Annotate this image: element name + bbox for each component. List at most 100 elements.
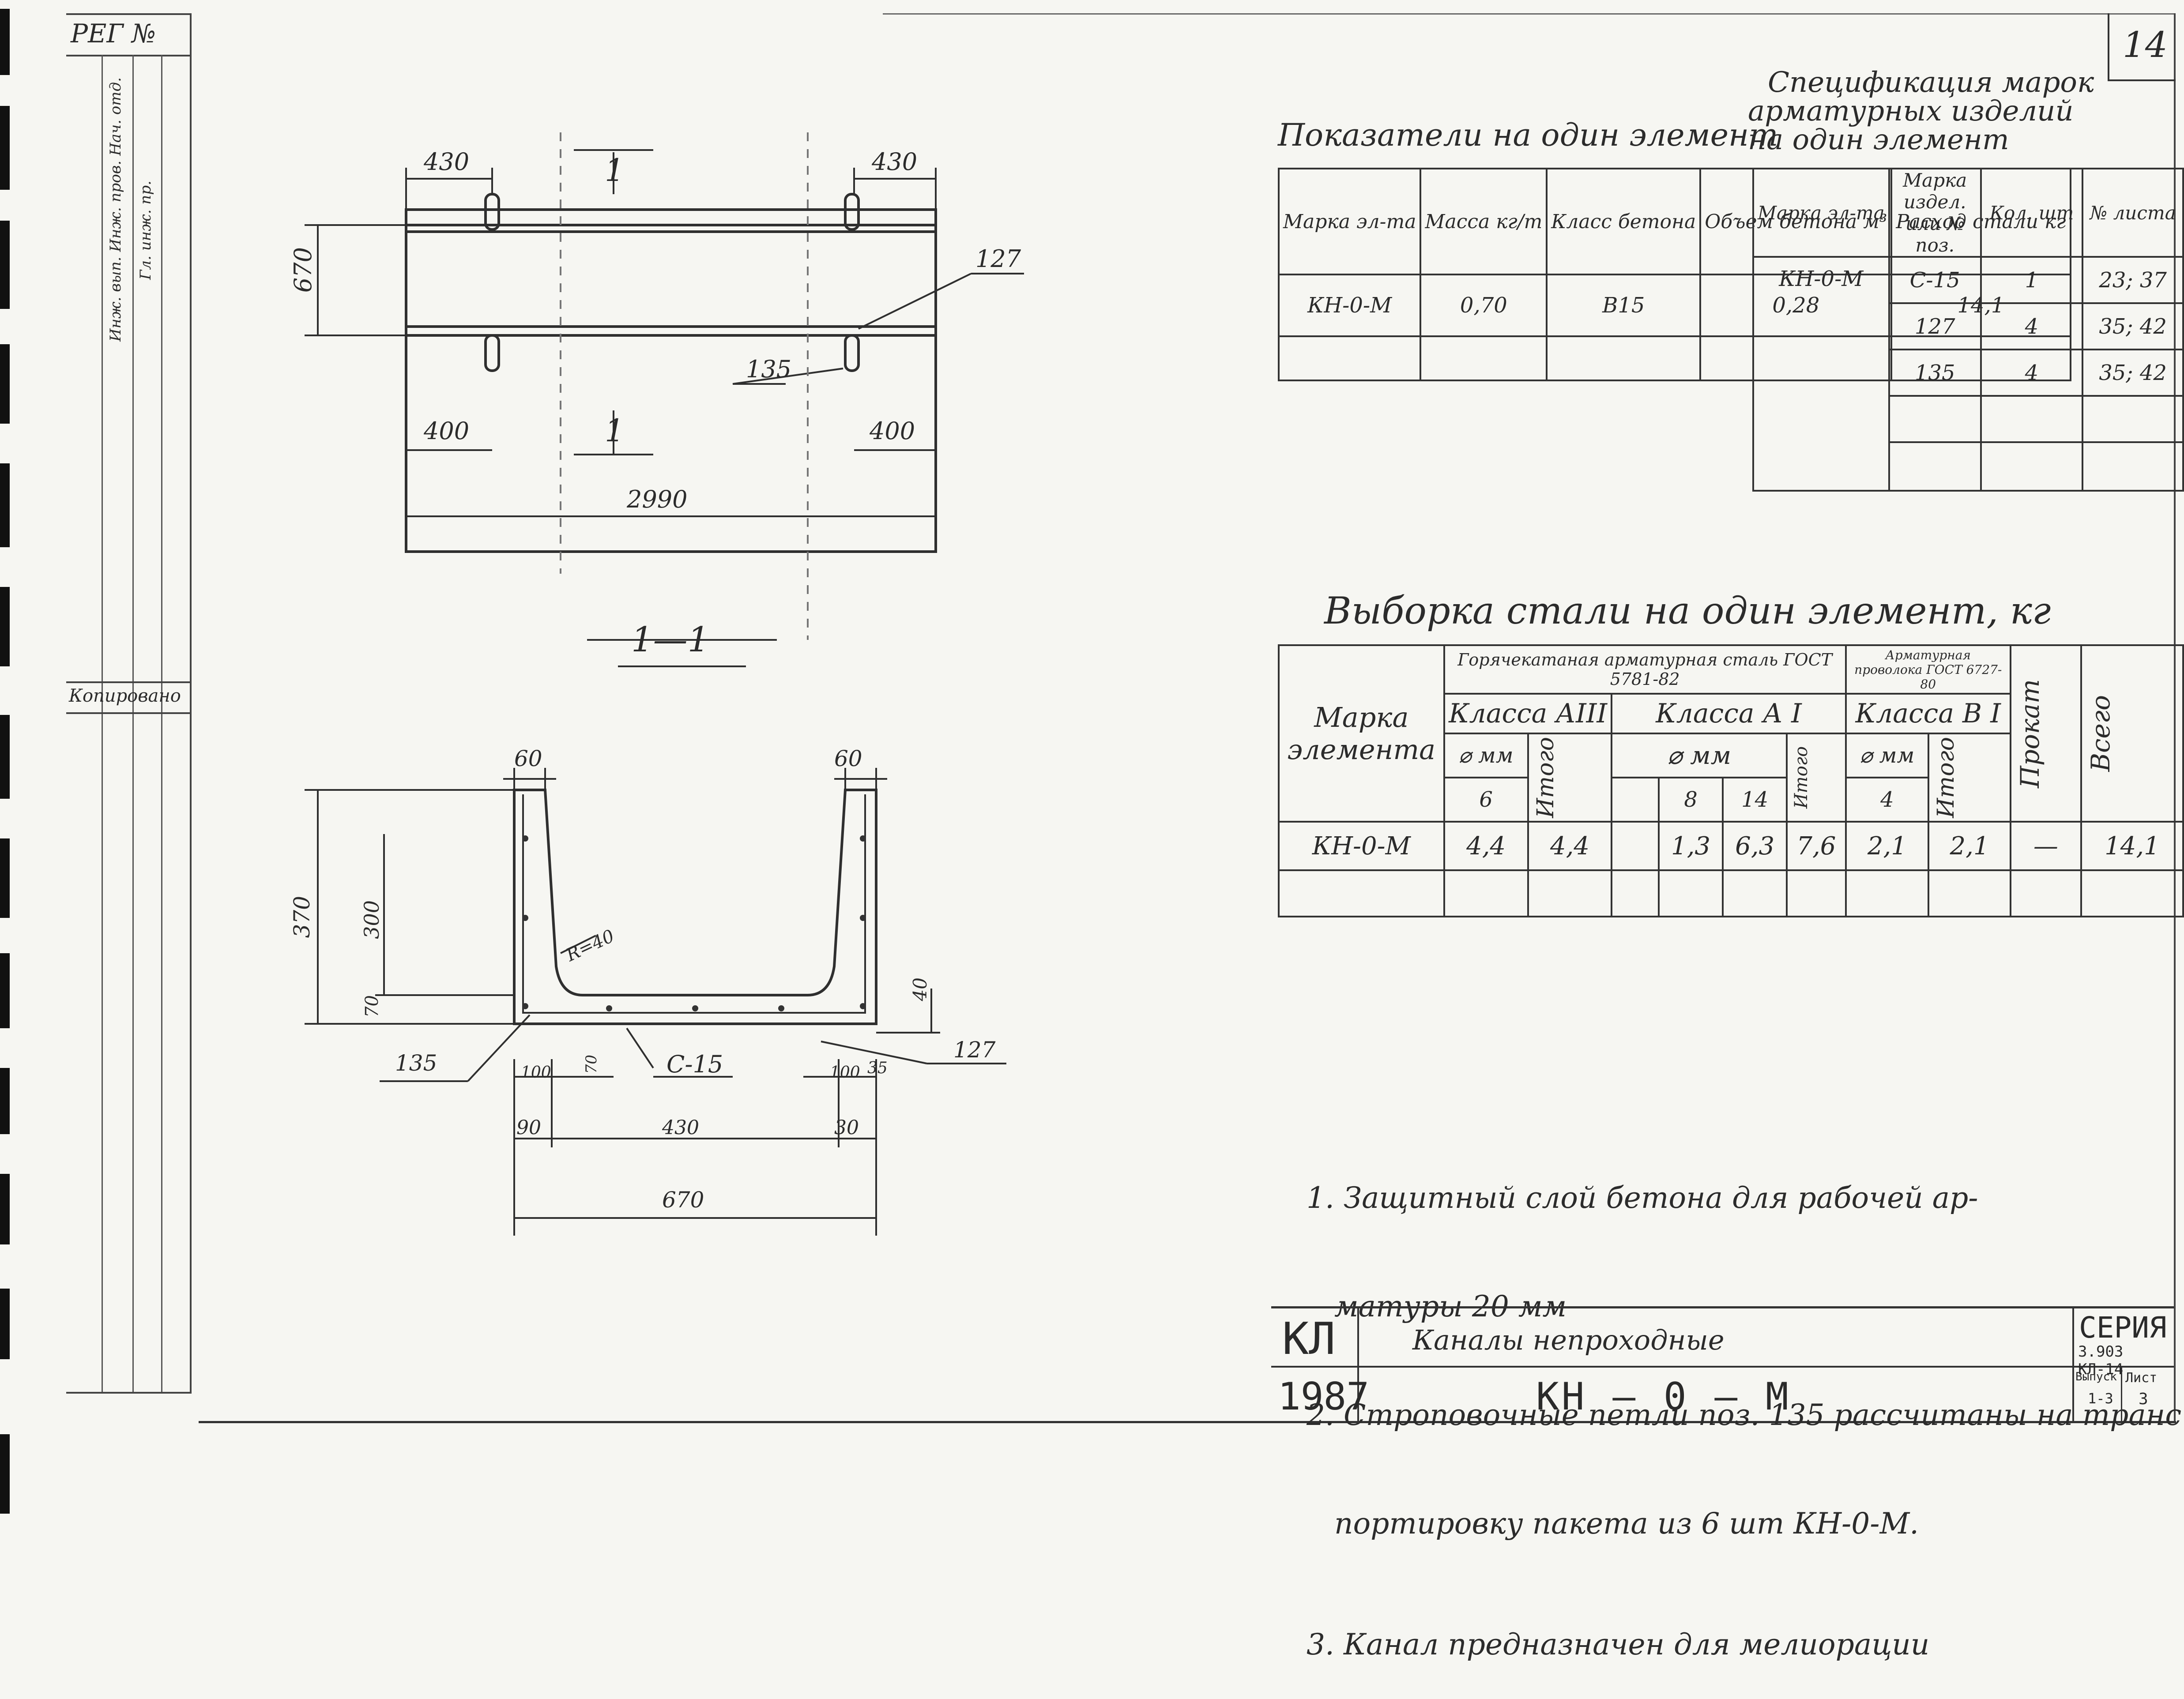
ind-class: В15 bbox=[1546, 274, 1702, 337]
steel-h-rolled: Прокат bbox=[2015, 679, 2045, 788]
section-title: 1—1 bbox=[631, 620, 710, 660]
issue-value: 1-3 bbox=[2088, 1390, 2113, 1407]
steel-h-itogo-b1: Итого bbox=[1933, 737, 1960, 818]
copied-label: Копировано bbox=[69, 686, 181, 706]
drawing-mark: КН — 0 — М bbox=[1536, 1375, 1791, 1419]
mark-loop-127: 127 bbox=[975, 245, 1021, 273]
steel-table: Марка элемента Горячекатаная арматурная … bbox=[1278, 644, 2184, 917]
drawing-name: Каналы непроходные bbox=[1412, 1324, 1725, 1356]
steel-row-a1-total: 7,6 bbox=[1786, 821, 1847, 871]
spec-h-qty: Кол. шт bbox=[1980, 168, 2084, 258]
steel-h-dmm-a1: ⌀ мм bbox=[1611, 733, 1788, 778]
ind-h-mark: Марка эл-та bbox=[1277, 168, 1422, 275]
sheet-number-box: 14 bbox=[2108, 13, 2176, 81]
dim-430-section: 430 bbox=[662, 1116, 699, 1139]
spec-r3-item: 135 bbox=[1888, 349, 1982, 397]
dim-bottom-thickness: 70 bbox=[362, 995, 382, 1018]
drawing-area bbox=[305, 132, 1024, 1236]
steel-h-a1: Класса А I bbox=[1611, 693, 1847, 734]
steel-row-total: 14,1 bbox=[2080, 821, 2184, 871]
lifting-loop-right-top bbox=[844, 193, 860, 231]
spec-title-3: на один элемент bbox=[1748, 124, 2009, 156]
steel-row-a3-total: 4,4 bbox=[1527, 821, 1613, 871]
steel-h-wire: Арматурная проволока ГОСТ 6727-80 bbox=[1845, 644, 2011, 695]
steel-d-a1-8: 8 bbox=[1657, 777, 1724, 823]
spec-h-item: Марка издел. или № поз. bbox=[1888, 168, 1982, 258]
steel-row-mark: КН-0-М bbox=[1278, 821, 1445, 871]
ind-h-class: Класс бетона bbox=[1546, 168, 1702, 275]
dim-left-bottom: 400 bbox=[424, 417, 470, 445]
mark-mesh-c15: С-15 bbox=[666, 1050, 723, 1078]
steel-row-b1-total: 2,1 bbox=[1928, 821, 2011, 871]
spec-r3-qty: 4 bbox=[1980, 349, 2084, 397]
sheet-number: 14 bbox=[2123, 24, 2168, 65]
spec-title-2: арматурных изделий bbox=[1748, 95, 2074, 128]
note-2a: 2. Строповочные петли поз. 135 рассчитан… bbox=[1307, 1398, 2182, 1432]
spec-r3-sheet: 35; 42 bbox=[2082, 349, 2184, 397]
mark-135-section: 135 bbox=[395, 1050, 437, 1076]
dim-bottom-right: 40 bbox=[909, 977, 931, 1001]
steel-row-b1-4: 2,1 bbox=[1845, 821, 1930, 871]
dim-670-section: 670 bbox=[662, 1187, 704, 1213]
channel-section bbox=[513, 789, 877, 1025]
dim-100-left: 100 bbox=[521, 1064, 551, 1082]
spec-r2-qty: 4 bbox=[1980, 302, 2084, 350]
issue-label: Выпуск bbox=[2075, 1370, 2117, 1383]
steel-h-total: Всего bbox=[2085, 695, 2116, 772]
elevation-outline bbox=[405, 208, 937, 553]
dim-wall-right: 60 bbox=[834, 746, 862, 771]
spec-h-mark: Марка эл-та bbox=[1752, 168, 1890, 258]
lifting-loop-right-bottom bbox=[844, 334, 860, 372]
note-1a: 1. Защитный слой бетона для рабочей ар- bbox=[1307, 1181, 1978, 1215]
spec-r1-item: С-15 bbox=[1888, 256, 1982, 304]
dim-left-top: 430 bbox=[424, 148, 470, 176]
sheet-frame-top bbox=[883, 13, 2174, 15]
year: 1987 bbox=[1278, 1375, 1370, 1419]
section-mark-top: 1 bbox=[605, 152, 625, 188]
ind-mark: КН-0-М bbox=[1277, 274, 1422, 337]
steel-d-a3: 6 bbox=[1443, 777, 1529, 823]
dim-wall-left: 60 bbox=[514, 746, 542, 771]
dim-right-top: 430 bbox=[872, 148, 918, 176]
dim-inner-height: 300 bbox=[360, 900, 384, 939]
lifting-loop-left-bottom bbox=[484, 334, 500, 372]
note-3: 3. Канал предназначен для мелиорации bbox=[1307, 1628, 1930, 1661]
steel-h-dmm-a3: ⌀ мм bbox=[1443, 733, 1529, 778]
left-stamp-grid: РЕГ № Инж. вып. Инж. пров. Нач. отд. Гл.… bbox=[66, 13, 192, 1394]
steel-row-a1-14: 6,3 bbox=[1722, 821, 1788, 871]
dim-30: 30 bbox=[834, 1116, 859, 1139]
note-2b: портировку пакета из 6 шт КН-0-М. bbox=[1307, 1507, 1919, 1541]
sheet-value: 3 bbox=[2139, 1390, 2148, 1408]
ind-mass: 0,70 bbox=[1420, 274, 1548, 337]
steel-h-dmm-b1: ⌀ мм bbox=[1845, 733, 1930, 778]
steel-h-a3: Класса АIII bbox=[1443, 693, 1613, 734]
steel-h-itogo-a3: Итого bbox=[1532, 737, 1559, 818]
mark-127-section: 127 bbox=[953, 1037, 996, 1063]
dim-length: 2990 bbox=[627, 485, 688, 513]
steel-row-a1-8: 1,3 bbox=[1657, 821, 1724, 871]
spec-r2-item: 127 bbox=[1888, 302, 1982, 350]
spec-title-1: Спецификация марок bbox=[1768, 66, 2094, 99]
reg-number-label: РЕГ № bbox=[71, 19, 156, 49]
spec-h-sheet: № листа bbox=[2082, 168, 2184, 258]
series-label: СЕРИЯ bbox=[2079, 1311, 2167, 1345]
spec-r1-qty: 1 bbox=[1980, 256, 2084, 304]
spec-r2-sheet: 35; 42 bbox=[2082, 302, 2184, 350]
sheet-label: Лист bbox=[2125, 1370, 2158, 1386]
dim-90: 90 bbox=[516, 1116, 541, 1139]
steel-h-mark: Марка элемента bbox=[1278, 644, 1445, 823]
dim-section-height: 370 bbox=[289, 896, 315, 938]
steel-row-rolled: — bbox=[2009, 821, 2082, 871]
indicators-title: Показатели на один элемент bbox=[1278, 117, 1778, 153]
section-mark-bottom: 1 bbox=[605, 413, 625, 449]
steel-row-a3-6: 4,4 bbox=[1443, 821, 1529, 871]
steel-title: Выборка стали на один элемент, кг bbox=[1324, 589, 2051, 632]
steel-h-b1: Класса В I bbox=[1845, 693, 2011, 734]
series-value: 3.903 КЛ-14 bbox=[2078, 1343, 2124, 1378]
dim-right-bottom: 400 bbox=[870, 417, 915, 445]
dim-height-elevation: 670 bbox=[289, 247, 317, 293]
sheet-frame-bottom bbox=[199, 1421, 2176, 1423]
mark-loop-135: 135 bbox=[746, 355, 792, 383]
steel-d-a1-14: 14 bbox=[1722, 777, 1788, 823]
steel-h-hot: Горячекатаная арматурная сталь ГОСТ 5781… bbox=[1443, 644, 1847, 695]
